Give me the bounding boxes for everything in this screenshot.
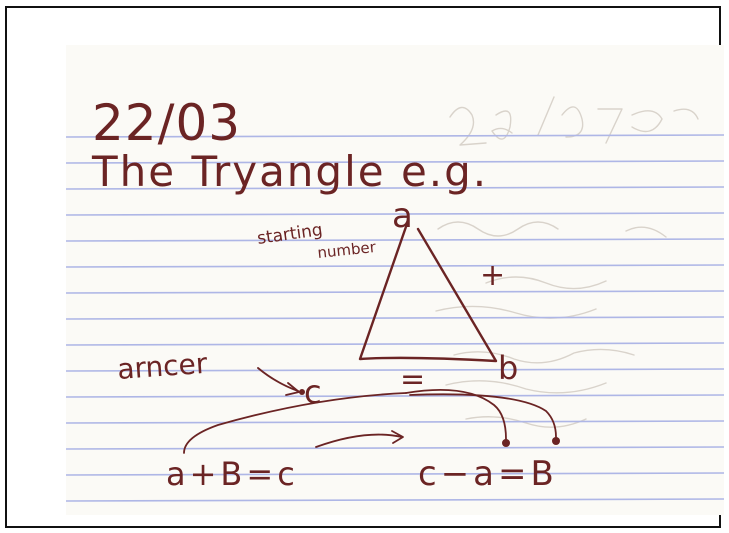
arrow-dot-c [299,389,305,395]
answer-arrow-line [257,367,299,392]
arrow-c-to-c [315,433,403,448]
triangle-drawing [358,219,498,363]
notebook-drawing: 22/03 The Tryangle e.g. a starting numbe… [66,94,724,502]
vertex-b-label: b [498,349,518,387]
arrow-c-to-c-head [391,430,404,444]
vertex-c-label: c [304,373,322,411]
starting-label-line1: starting [256,220,324,249]
vertex-a-label: a [392,196,413,236]
arrow-dot-minus-a [502,439,510,447]
arrow-to-b [409,393,557,438]
date-text: 22/03 [92,94,241,152]
arrow-to-minus-a [405,388,507,440]
title-text: The Tryangle e.g. [91,147,488,196]
answer-label: arncer [116,347,209,386]
ruled-lines [66,134,724,502]
equation-left: a+B=c [166,455,299,493]
notebook-scan: 22/03 The Tryangle e.g. a starting numbe… [66,45,724,515]
equation-right: c−a=B [418,454,558,494]
starting-label-line2: number [317,238,378,262]
plus-sign: + [480,258,505,293]
bleed-through-marks [435,96,699,428]
arrow-dot-b [552,437,560,445]
arrow-to-equation-left [183,392,407,454]
